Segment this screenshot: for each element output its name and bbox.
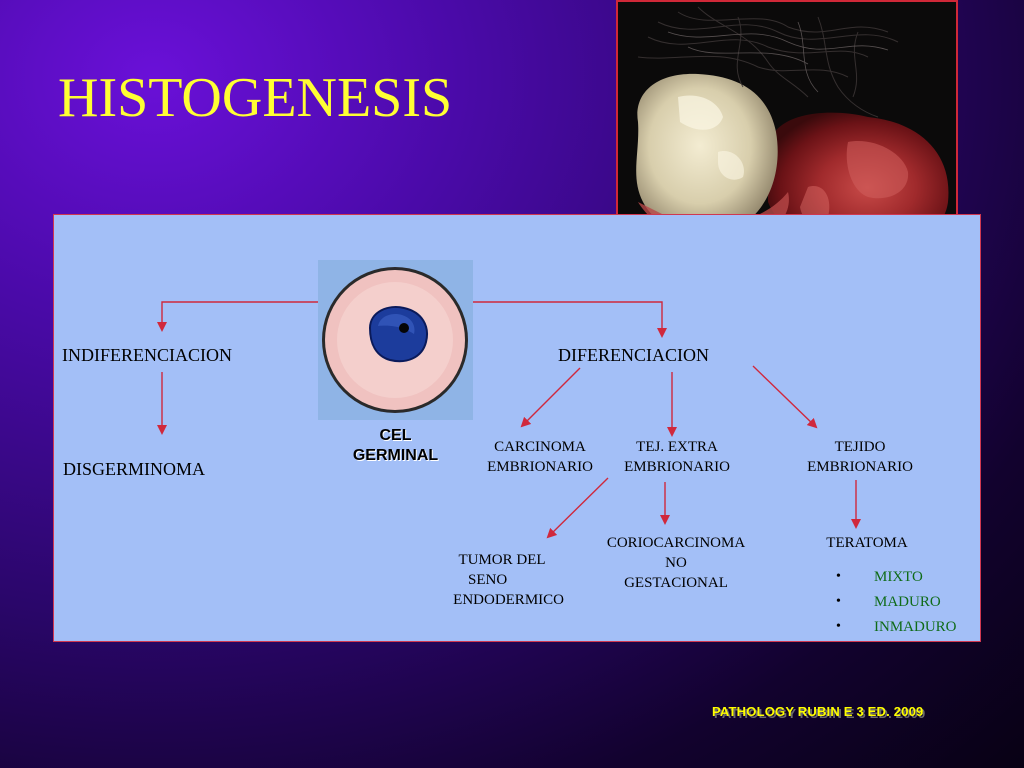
tej-extra-embrionario-label: TEJ. EXTRA EMBRIONARIO [606,437,748,477]
root-label-line1: CEL [379,427,412,444]
root-label-line2: GERMINAL [352,447,439,464]
corio-line2: NO [665,555,687,571]
arrow-root-to-diferenciacion [473,301,667,338]
slide-title: HISTOGENESIS [58,67,453,129]
teratoma-label: TERATOMA [826,535,908,551]
tumor-line3: ENDODERMICO [453,592,564,608]
corio-line1: CORIOCARCINOMA [606,535,746,551]
carcinoma-line1: CARCINOMA [494,439,586,455]
germ-cell-image [318,260,473,420]
teratoma-type-item: INMADURO [836,616,957,641]
arrow-to-carcinoma [520,367,581,428]
tumor-seno-endodermico-label: TUMOR DEL SENO ENDODERMICO [420,550,572,610]
teratoma-types-list: MIXTO MADURO INMADURO [836,566,957,641]
coriocarcinoma-label: CORIOCARCINOMA NO GESTACIONAL [590,533,762,593]
teratoma-type-item: MIXTO [836,566,957,591]
diagram-panel [53,214,981,642]
cell-drawing [322,267,468,413]
extra-line1: TEJ. EXTRA [636,439,718,455]
tejido-embrionario-label: TEJIDO EMBRIONARIO [788,437,932,477]
carcinoma-line2: EMBRIONARIO [487,459,593,475]
teratoma-type-item: MADURO [836,591,957,616]
indiferenciacion-label: INDIFERENCIACION [62,345,232,365]
arrow-to-tejido [752,365,818,429]
carcinoma-embrionario-label: CARCINOMA EMBRIONARIO [470,437,610,477]
arrow-to-tumor-seno [546,477,609,539]
reference-citation: PATHOLOGY RUBIN E 3 ED. 2009 [712,704,924,719]
corio-line3: GESTACIONAL [624,575,728,591]
disgerminoma-label: DISGERMINOMA [63,459,206,479]
tejido-line2: EMBRIONARIO [807,459,913,475]
root-label: CEL GERMINAL [318,426,473,466]
diferenciacion-label: DIFERENCIACION [558,345,709,365]
extra-line2: EMBRIONARIO [624,459,730,475]
tumor-line1: TUMOR DEL [458,552,546,568]
tejido-line1: TEJIDO [834,439,886,455]
arrow-root-to-indiferenciacion [157,301,318,332]
tumor-line2: SENO [468,572,508,588]
